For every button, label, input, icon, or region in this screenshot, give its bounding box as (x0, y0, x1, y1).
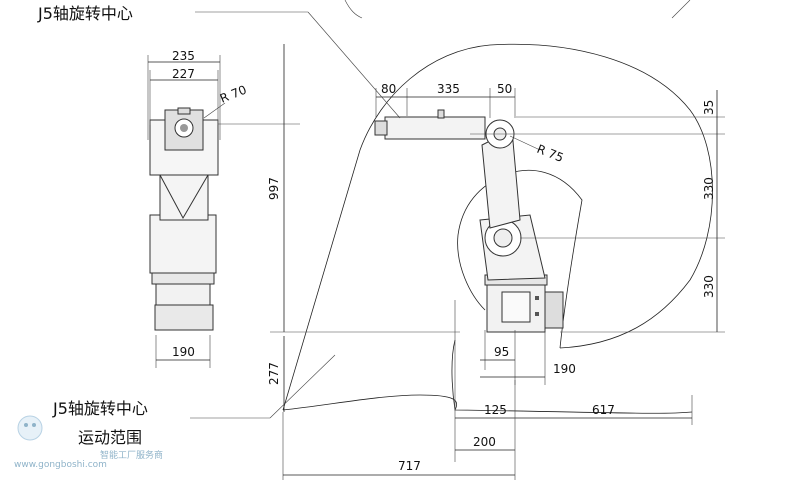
dim-radius-75: R 75 (535, 142, 566, 165)
watermark-url: www.gongboshi.com (14, 460, 107, 470)
dim-reach-617: 617 (592, 403, 615, 417)
watermark: www.gongboshi.com 智能工厂服务商 (14, 415, 163, 470)
dim-reach-200: 200 (473, 435, 496, 449)
front-view-robot (149, 107, 219, 331)
motion-range-envelope (282, 0, 713, 414)
dim-arm-50: 50 (497, 82, 512, 96)
dim-arm-335: 335 (437, 82, 460, 96)
dim-base-95: 95 (494, 345, 509, 359)
leader-lines (190, 11, 401, 419)
watermark-mascot-icon (17, 415, 43, 441)
dim-reach-717: 717 (398, 459, 421, 473)
side-view-robot (374, 109, 564, 333)
dim-front-width-outer: 235 (172, 49, 195, 63)
motion-range-label: 运动范围 (78, 428, 142, 447)
dim-reach-125: 125 (484, 403, 507, 417)
dim-below-base: 277 (267, 362, 281, 385)
side-view-dimensions (282, 88, 725, 480)
dim-total-height: 997 (267, 177, 281, 200)
dim-front-width-inner: 227 (172, 67, 195, 81)
dim-front-base-width: 190 (172, 345, 195, 359)
dim-right-330-upper: 330 (702, 177, 716, 200)
dim-base-190: 190 (553, 362, 576, 376)
j5-center-label-bottom: J5轴旋转中心 (52, 399, 148, 418)
dim-front-radius: R 70 (218, 83, 249, 106)
dim-top-35: 35 (702, 100, 716, 115)
watermark-text: 智能工厂服务商 (100, 449, 163, 461)
j5-center-label-top: J5轴旋转中心 (37, 4, 133, 23)
front-view-dimensions (147, 44, 460, 412)
dim-arm-80: 80 (381, 82, 396, 96)
dim-right-330-lower: 330 (702, 275, 716, 298)
